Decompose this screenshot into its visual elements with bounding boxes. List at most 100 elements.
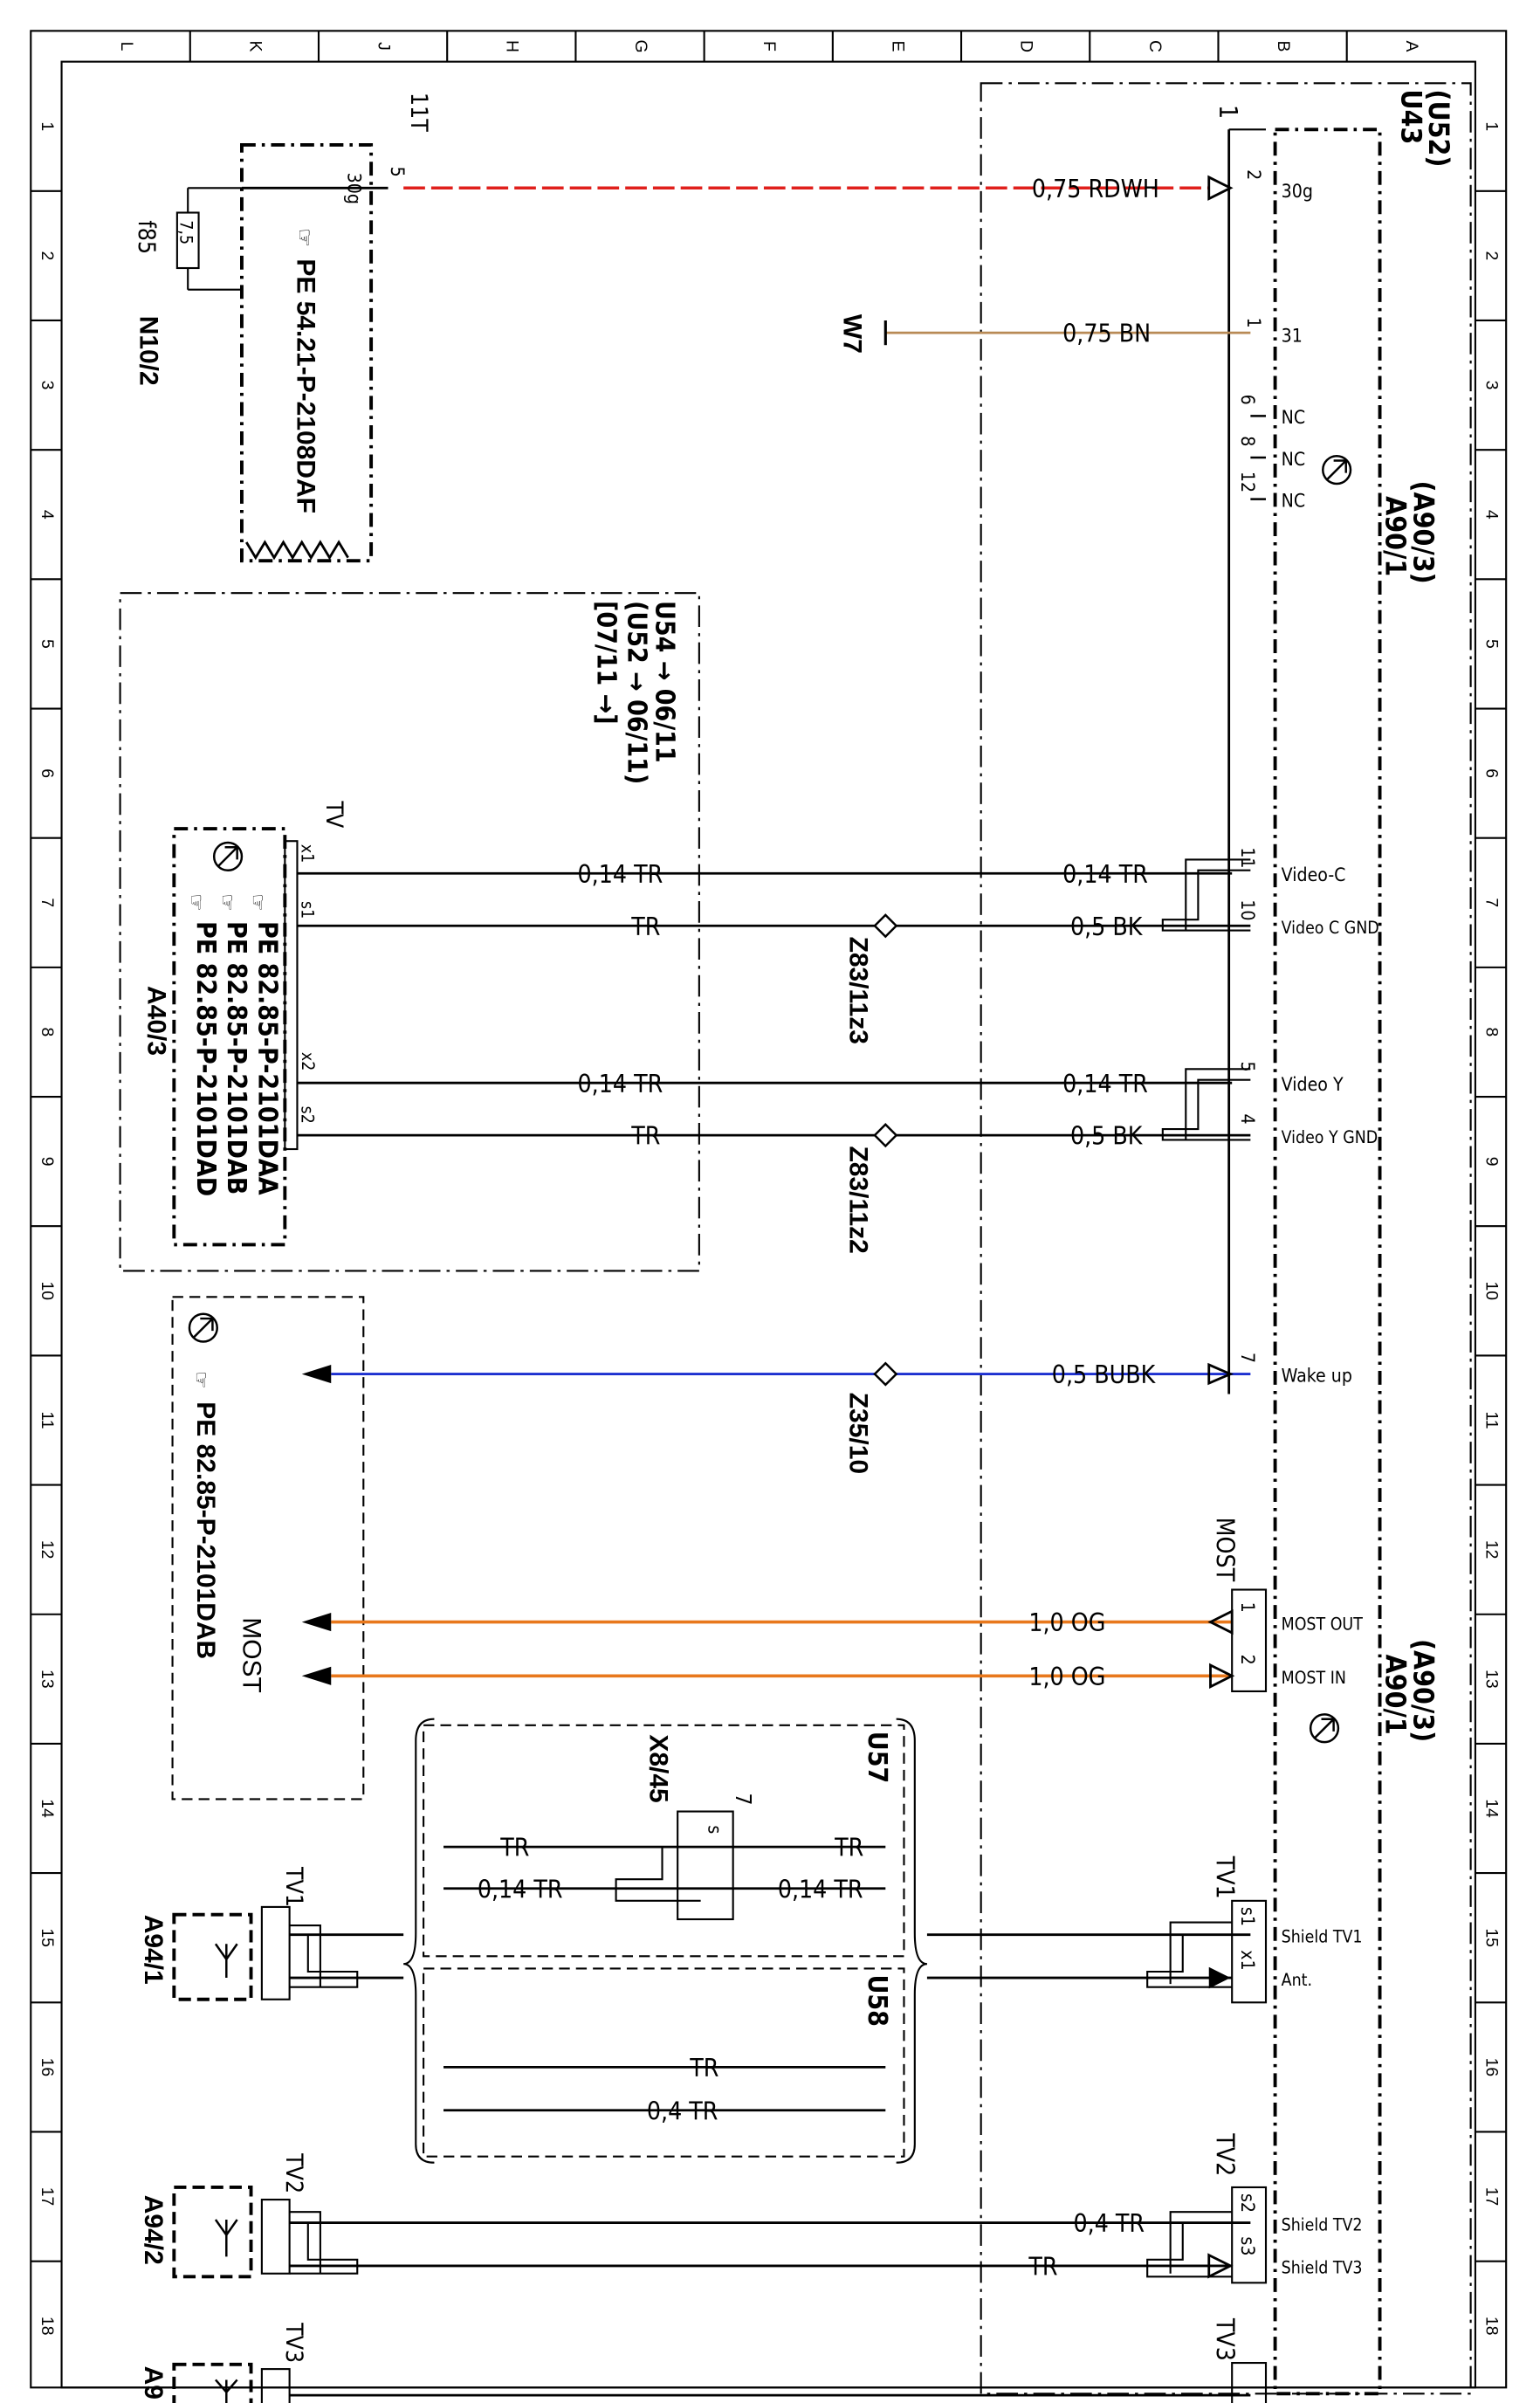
most-box-label: MOST [237, 1617, 266, 1693]
u43-alt: (U52) [1422, 89, 1454, 167]
x8-45-connector-block [677, 1810, 734, 1921]
grid-row-label: 5 [1482, 639, 1501, 649]
grid-row-label: 13 [1482, 1670, 1501, 1689]
x8-45-title: X8/45 [643, 1734, 672, 1802]
signal-anttv1: Ant. [1282, 1970, 1312, 1990]
grid-column-label: F [760, 41, 779, 52]
tv1-shield-right [1146, 1921, 1233, 1988]
tv2-a94-connector-block [260, 2199, 291, 2275]
connector-most-name: MOST [1211, 1518, 1240, 1582]
signal-videoc: Video-C [1282, 864, 1346, 885]
signal-videoygnd: Video Y GND [1282, 1127, 1378, 1147]
grid-row-label: 1 [1482, 121, 1501, 131]
splice-z83-11z3 [873, 913, 898, 939]
grid-row-label: 11 [38, 1411, 57, 1429]
signal-wake: Wake up [1282, 1364, 1352, 1386]
label-videoy-right: 0,14 TR [1062, 1070, 1148, 1098]
grid-row-label: 10 [1482, 1282, 1501, 1301]
grid-row-label: 5 [38, 639, 57, 649]
hand-pointer-icon: ☞ [189, 1371, 212, 1389]
w7-title: W7 [838, 314, 867, 354]
signal-nc2: NC [1282, 448, 1306, 470]
pin-nc3: 12 [1237, 472, 1259, 492]
n10-2-title: N10/2 [134, 316, 163, 386]
label-wake-wire: 0,5 BUBK [1052, 1360, 1157, 1389]
u43-control-unit-boundary [980, 82, 1472, 2395]
tv2-shield-left [289, 2211, 359, 2275]
grid-row-label: 3 [1482, 381, 1501, 390]
grid-row-label: 15 [38, 1928, 57, 1947]
grid-row-label: 9 [1482, 1157, 1501, 1167]
hand-pointer-icon: ☞ [216, 893, 238, 912]
grid-column-label: D [1017, 40, 1036, 52]
a94-2-title: A94/2 [139, 2195, 168, 2265]
grid-row-label: 4 [1482, 510, 1501, 520]
connector-11t-pin: 5 [387, 167, 409, 177]
signal-mostin: MOST IN [1282, 1668, 1346, 1688]
pin-mostin: 2 [1237, 1655, 1259, 1665]
arrow-mostin-left [301, 1666, 332, 1685]
x8-45-coax [615, 1846, 701, 1902]
grid-row-label: 16 [38, 2058, 57, 2077]
a40-3-pe-ref-3: PE 82.85-P-2101DAD [190, 921, 221, 1196]
signal-anttv2: Shield TV3 [1282, 2258, 1363, 2278]
a94-3-boundary [172, 2362, 253, 2403]
grid-column-label: K [245, 41, 265, 52]
grid-row-label: 17 [38, 2187, 57, 2207]
grid-row-label: 17 [1482, 2187, 1501, 2207]
pin-shieldtv2: s2 [1237, 2193, 1259, 2213]
connector-top-number: 1 [1213, 105, 1242, 119]
a40-3-reference-icon [212, 841, 244, 871]
grid-row-label: 6 [1482, 768, 1501, 778]
u57-title: U57 [862, 1732, 892, 1783]
a94-2-boundary [172, 2186, 253, 2279]
grid-row-label: 18 [38, 2317, 57, 2336]
a40-3-connector-tv: TV [320, 800, 347, 829]
variant-line-2: (U52 → 06/11) [622, 601, 652, 784]
label-videoygnd-left: TR [630, 1122, 660, 1151]
grid-column-label: J [374, 42, 393, 51]
grid-column-label: B [1274, 41, 1293, 52]
label-u58a: TR [689, 2054, 718, 2083]
fuse-f85-rating: 7,5 [175, 220, 196, 244]
a90-1-boundary [1273, 127, 1382, 2396]
u57-u58-bracket-right [896, 1718, 928, 2164]
tv2-connector-block [1231, 2186, 1268, 2284]
arrow-30g [1207, 175, 1234, 201]
a94-2-antenna-icon [214, 2219, 238, 2257]
grid-row-label: 18 [1482, 2317, 1501, 2336]
a94-3-connector: TV3 [280, 2322, 307, 2363]
grid-row-label: 12 [38, 1540, 57, 1560]
signal-30g: 30g [1282, 180, 1313, 202]
pin-videoc: 11 [1237, 847, 1259, 868]
label-30g-wire: 0,75 RDWH [1032, 175, 1159, 203]
a90-1-top-title: A90/1 [1379, 496, 1411, 576]
a94-1-connector: TV1 [280, 1866, 307, 1907]
connector-11t: 11T [405, 93, 432, 132]
hand-pointer-icon: ☞ [185, 893, 208, 912]
tv3-a94-connector-block [260, 2368, 291, 2403]
tv1-connector-block [1231, 1899, 1268, 2004]
grid-row-label: 2 [1482, 251, 1501, 261]
pin-30g: 2 [1243, 169, 1265, 180]
fuse-f85 [175, 211, 200, 270]
signal-mostout: MOST OUT [1282, 1614, 1364, 1634]
grid-row-label: 3 [38, 381, 57, 390]
a94-1-title: A94/1 [139, 1915, 168, 1985]
grid-row-label: 15 [1482, 1928, 1501, 1947]
a40-3-pe-ref-2: PE 82.85-P-2101DAB [221, 921, 251, 1195]
label-videoc-right: 0,14 TR [1062, 860, 1148, 889]
hand-pointer-icon: ☞ [247, 893, 270, 912]
a40-3-pin-s1: s1 [298, 901, 318, 919]
pin-nc2: 8 [1237, 436, 1259, 446]
grid-row-label: 6 [38, 768, 57, 778]
a94-3-antenna-icon [215, 2379, 238, 2403]
splice-z83-11z2-label: Z83/11z2 [844, 1146, 873, 1253]
grid-row-label: 8 [38, 1028, 57, 1037]
tv1-a94-connector-block [260, 1905, 291, 2000]
tv3-connector-block [1231, 2361, 1268, 2403]
grid-row-label: 16 [1482, 2058, 1501, 2077]
label-u57a-right: TR [834, 1834, 863, 1862]
grid-row-label: 8 [1482, 1028, 1501, 1037]
signal-nc1: NC [1282, 406, 1306, 428]
